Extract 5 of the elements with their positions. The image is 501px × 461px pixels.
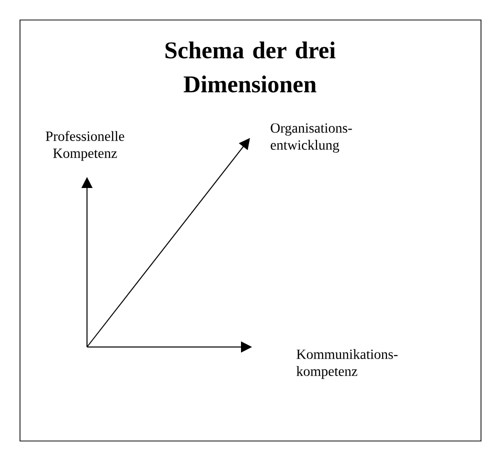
axis-label: Organisations- entwicklung: [270, 123, 352, 153]
arrow: [86, 138, 250, 348]
axis-label: Kommunikations- kompetenz: [296, 349, 398, 379]
title: Schema der drei Dimensionen: [166, 42, 336, 92]
axis-label: Professionelle Kompetenz: [46, 130, 124, 161]
